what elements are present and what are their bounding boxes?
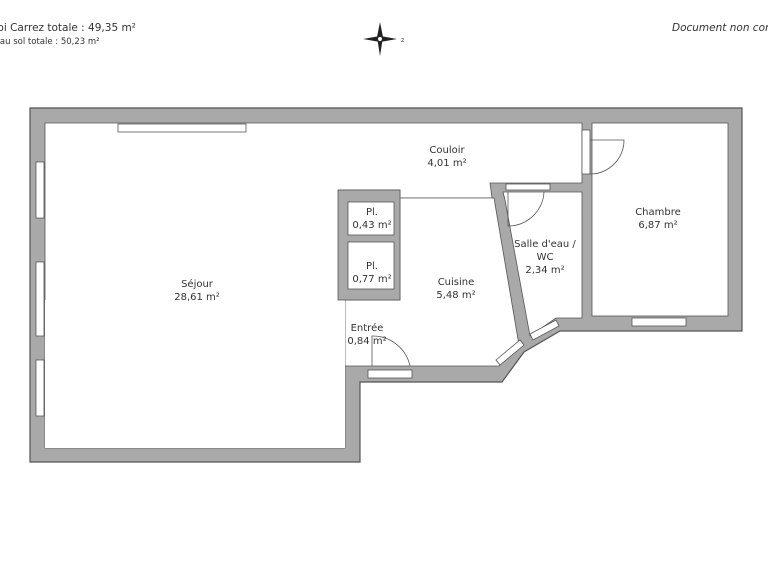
room-area-placard-1: 0,43 m² [352,220,391,231]
floor-chambre [591,122,729,317]
room-area-placard-2: 0,77 m² [352,274,391,285]
room-name-entree: Entrée [351,322,384,334]
room-area-cuisine: 5,48 m² [436,290,475,301]
room-area-couloir: 4,01 m² [427,158,466,169]
windows [35,123,687,417]
room-name-couloir: Couloir [429,145,465,156]
floor-placard-1 [347,201,395,236]
room-name-placard-2: Pl. [366,261,378,272]
room-area-entree: 0,84 m² [347,336,386,347]
carrez-total: cie loi Carrez totale : 49,35 m² [0,22,136,34]
floor-salle-deau [502,191,583,337]
room-name-wc: WC [537,252,554,263]
room-name-chambre: Chambre [635,207,681,218]
room-name-salle-deau: Salle d'eau / [514,239,576,250]
floor-placard-2 [347,241,395,290]
room-area-sejour: 28,61 m² [174,292,220,303]
room-name-cuisine: Cuisine [438,277,475,288]
room-name-placard-1: Pl. [366,207,378,218]
disclaimer: Document non cor [672,22,768,34]
compass-icon: z [363,22,404,56]
doors [371,139,625,367]
room-area-chambre: 6,87 m² [638,220,677,231]
room-name-sejour: Séjour [181,278,214,290]
floor-total: e au sol totale : 50,23 m² [0,37,100,47]
room-area-salle-deau: 2,34 m² [525,265,564,276]
compass-north-label: z [401,37,404,44]
floor-sejour-lower [45,300,345,448]
